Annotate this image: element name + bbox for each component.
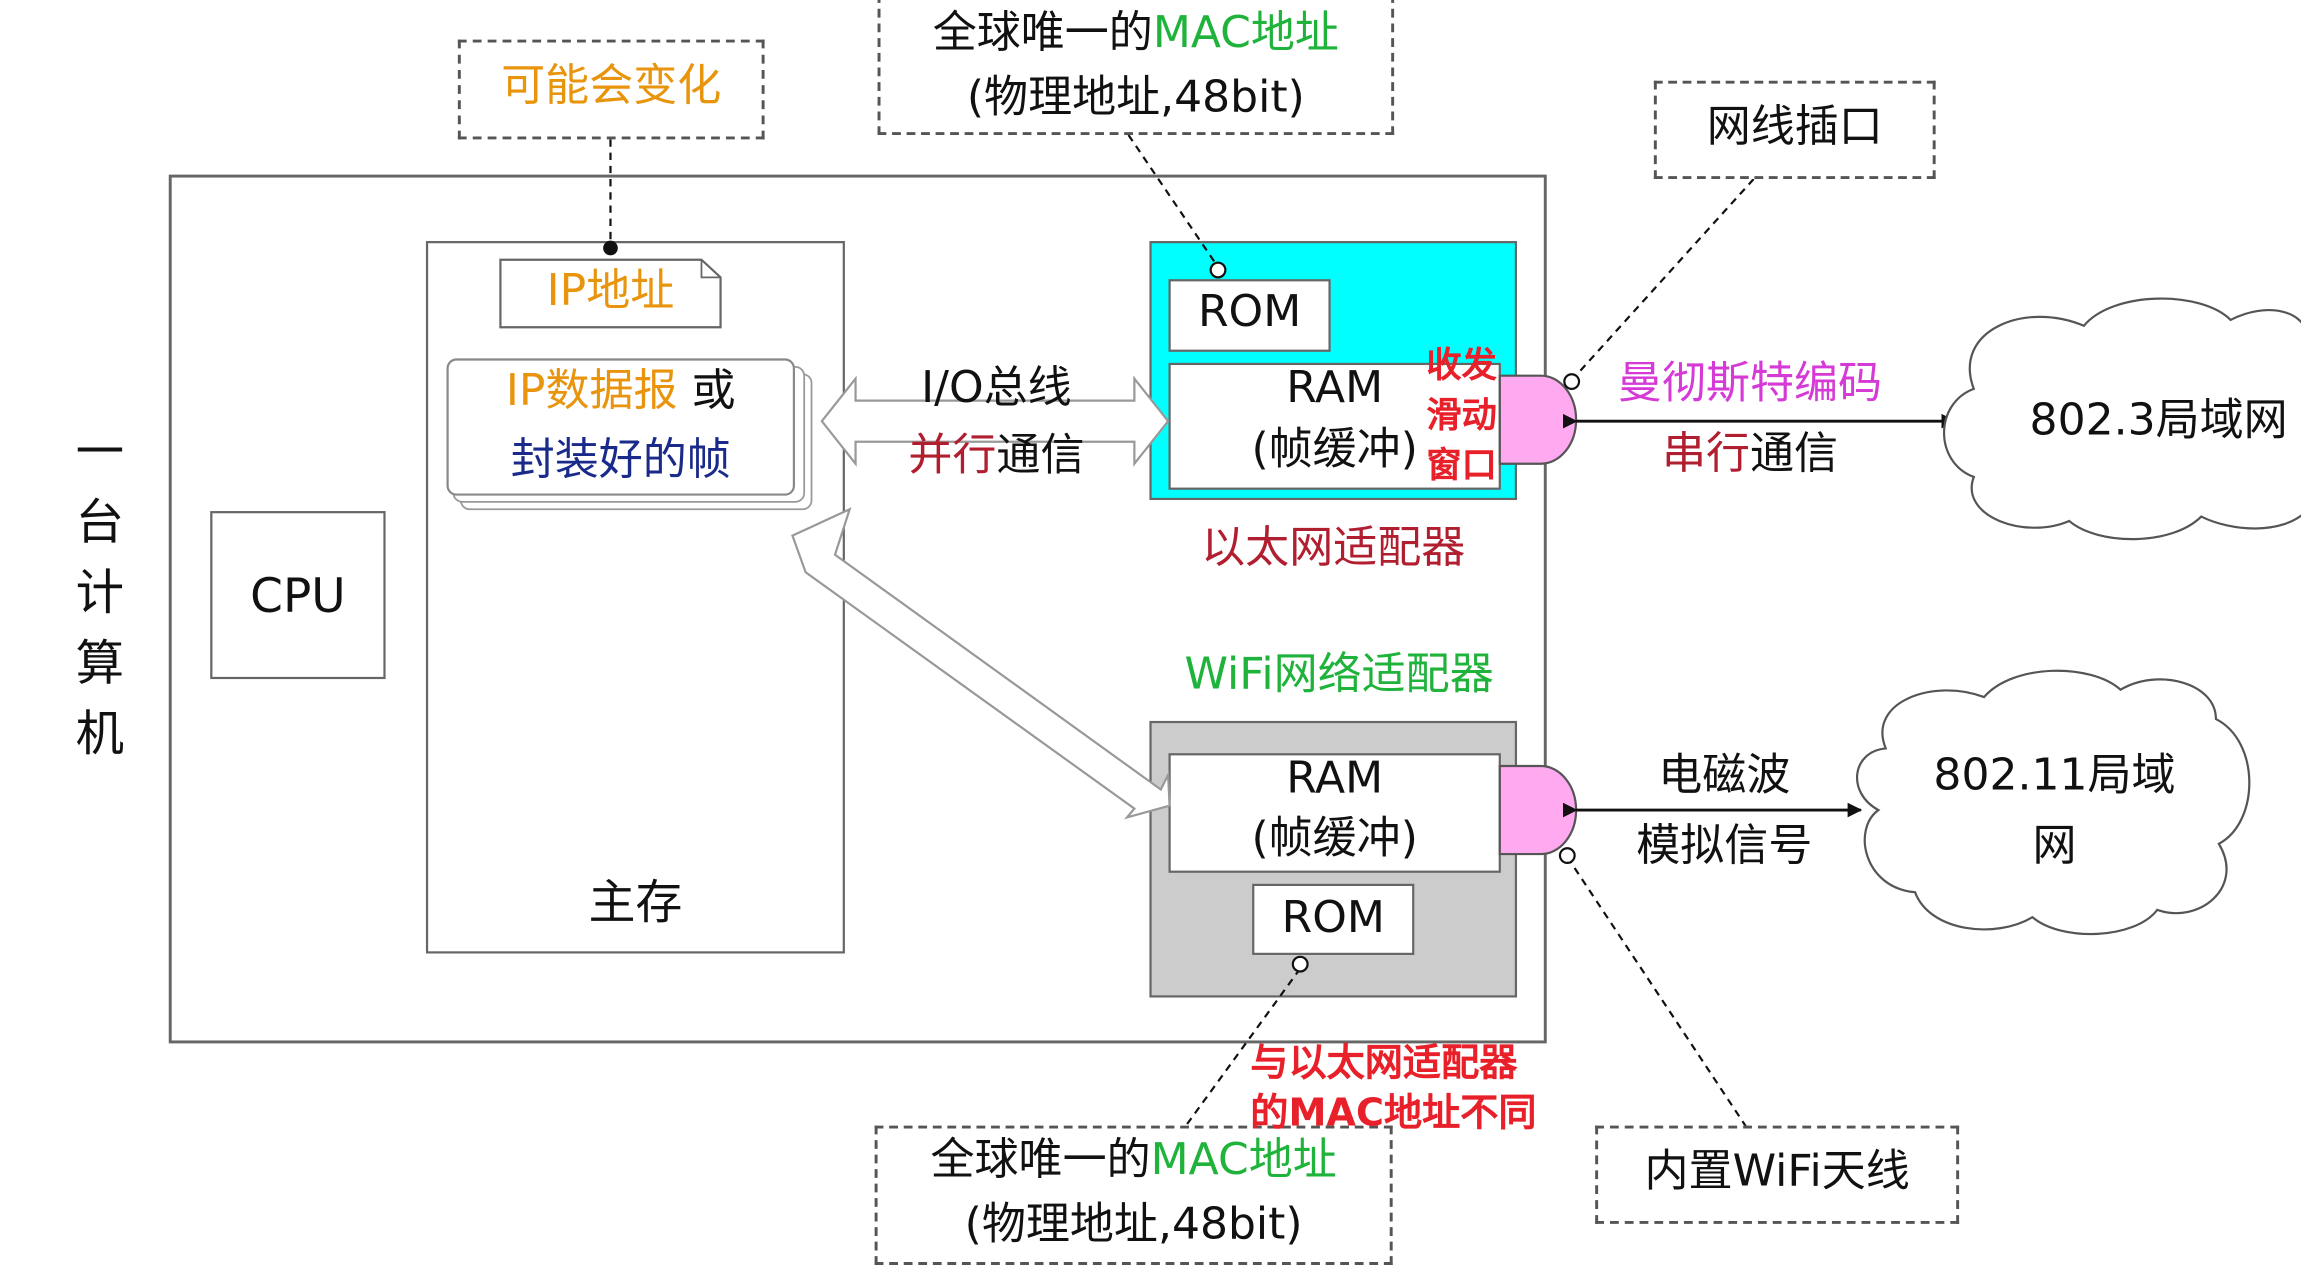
wifi-port: [1498, 764, 1578, 856]
ip-address-label: IP地址: [546, 265, 675, 317]
io-bus-comm: 通信: [996, 429, 1085, 482]
datagram-line1: IP数据报 或: [448, 365, 794, 418]
eth-ram-line1: RAM: [1286, 362, 1384, 414]
computer-label: 一台计算机: [75, 422, 125, 762]
may-change-note: 可能会变化: [501, 60, 722, 112]
lan-80211-cloud: [1855, 669, 2251, 936]
rj45-note-box: [1653, 80, 1936, 180]
wifi-adapter-title: WiFi网络适配器: [1184, 648, 1494, 700]
datagram-part2: 或: [677, 365, 736, 417]
mac-note-top-prefix: 全球唯一的: [932, 7, 1153, 59]
wifi-rom-label: ROM: [1281, 892, 1385, 944]
wifi-antenna-note: 内置WiFi天线: [1644, 1146, 1910, 1198]
cpu-box: [210, 511, 386, 680]
eth-port: [1498, 374, 1578, 465]
mac-note-top-line1: 全球唯一的MAC地址: [878, 7, 1395, 60]
io-bus-line2: 并行通信: [866, 429, 1127, 482]
eth-window-note-2: 滑动: [1426, 394, 1497, 436]
serial-highlight: 串行: [1661, 428, 1750, 480]
lan-8023-cloud: [1942, 297, 2301, 541]
cpu-label: CPU: [250, 567, 346, 624]
lan-80211-line1: 802.11局域: [1933, 749, 2176, 802]
mac-diff-line1: 与以太网适配器: [1250, 1041, 1518, 1086]
io-bus-arrow: [820, 375, 1170, 467]
wifi-rom-box: [1252, 883, 1415, 955]
mac-note-bottom-prefix: 全球唯一的: [930, 1134, 1151, 1186]
lan-8023-label: 802.3局域网: [2029, 394, 2288, 447]
wifi-ram-line2: (帧缓冲): [1251, 812, 1418, 865]
datagram-line2: 封装好的帧: [510, 434, 731, 486]
eth-window-note-1: 收发: [1426, 344, 1497, 386]
wifi-ram-line1: RAM: [1286, 752, 1384, 805]
mac-note-bottom-highlight: MAC地址: [1150, 1134, 1337, 1186]
io-bus-line1: I/O总线: [921, 362, 1072, 414]
eth-window-note-3: 窗口: [1426, 444, 1497, 486]
datagram-stack: [446, 358, 796, 496]
eth-ram-box: [1168, 362, 1501, 490]
may-change-note-box: [457, 39, 765, 140]
mac-note-bottom-line1: 全球唯一的MAC地址: [875, 1134, 1393, 1187]
wifi-antenna-note-box: [1595, 1125, 1960, 1224]
mac-note-bottom-box: [874, 1125, 1393, 1265]
main-memory-box: [425, 241, 845, 954]
eth-adapter-title: 以太网适配器: [1201, 522, 1466, 574]
eth-ram-line2: (帧缓冲): [1251, 424, 1418, 476]
mac-note-top-highlight: MAC地址: [1152, 7, 1339, 59]
rj45-note: 网线插口: [1706, 101, 1883, 153]
wireless-line1: 电磁波: [1658, 749, 1791, 802]
main-memory-label: 主存: [588, 874, 683, 931]
mac-diff-line2: 的MAC地址不同: [1250, 1091, 1537, 1136]
ip-address-doc: [499, 258, 722, 329]
wireless-line2: 模拟信号: [1636, 820, 1813, 872]
manchester-label: 曼彻斯特编码: [1617, 358, 1883, 410]
eth-rom-box: [1168, 279, 1331, 352]
computer-box: [168, 174, 1547, 1044]
mac-note-bottom-line2: (物理地址,48bit): [964, 1198, 1303, 1251]
lan-80211-line2: 网: [2032, 820, 2077, 872]
mac-note-top-line2: (物理地址,48bit): [966, 71, 1305, 124]
wifi-bus-arrow: [791, 507, 1171, 820]
datagram-part1: IP数据报: [505, 365, 678, 417]
eth-rom-label: ROM: [1197, 286, 1302, 338]
mac-note-top-box: [877, 0, 1395, 136]
io-bus-parallel: 并行: [908, 429, 997, 482]
serial-rest: 通信: [1749, 428, 1839, 480]
serial-label: 串行通信: [1585, 428, 1915, 481]
